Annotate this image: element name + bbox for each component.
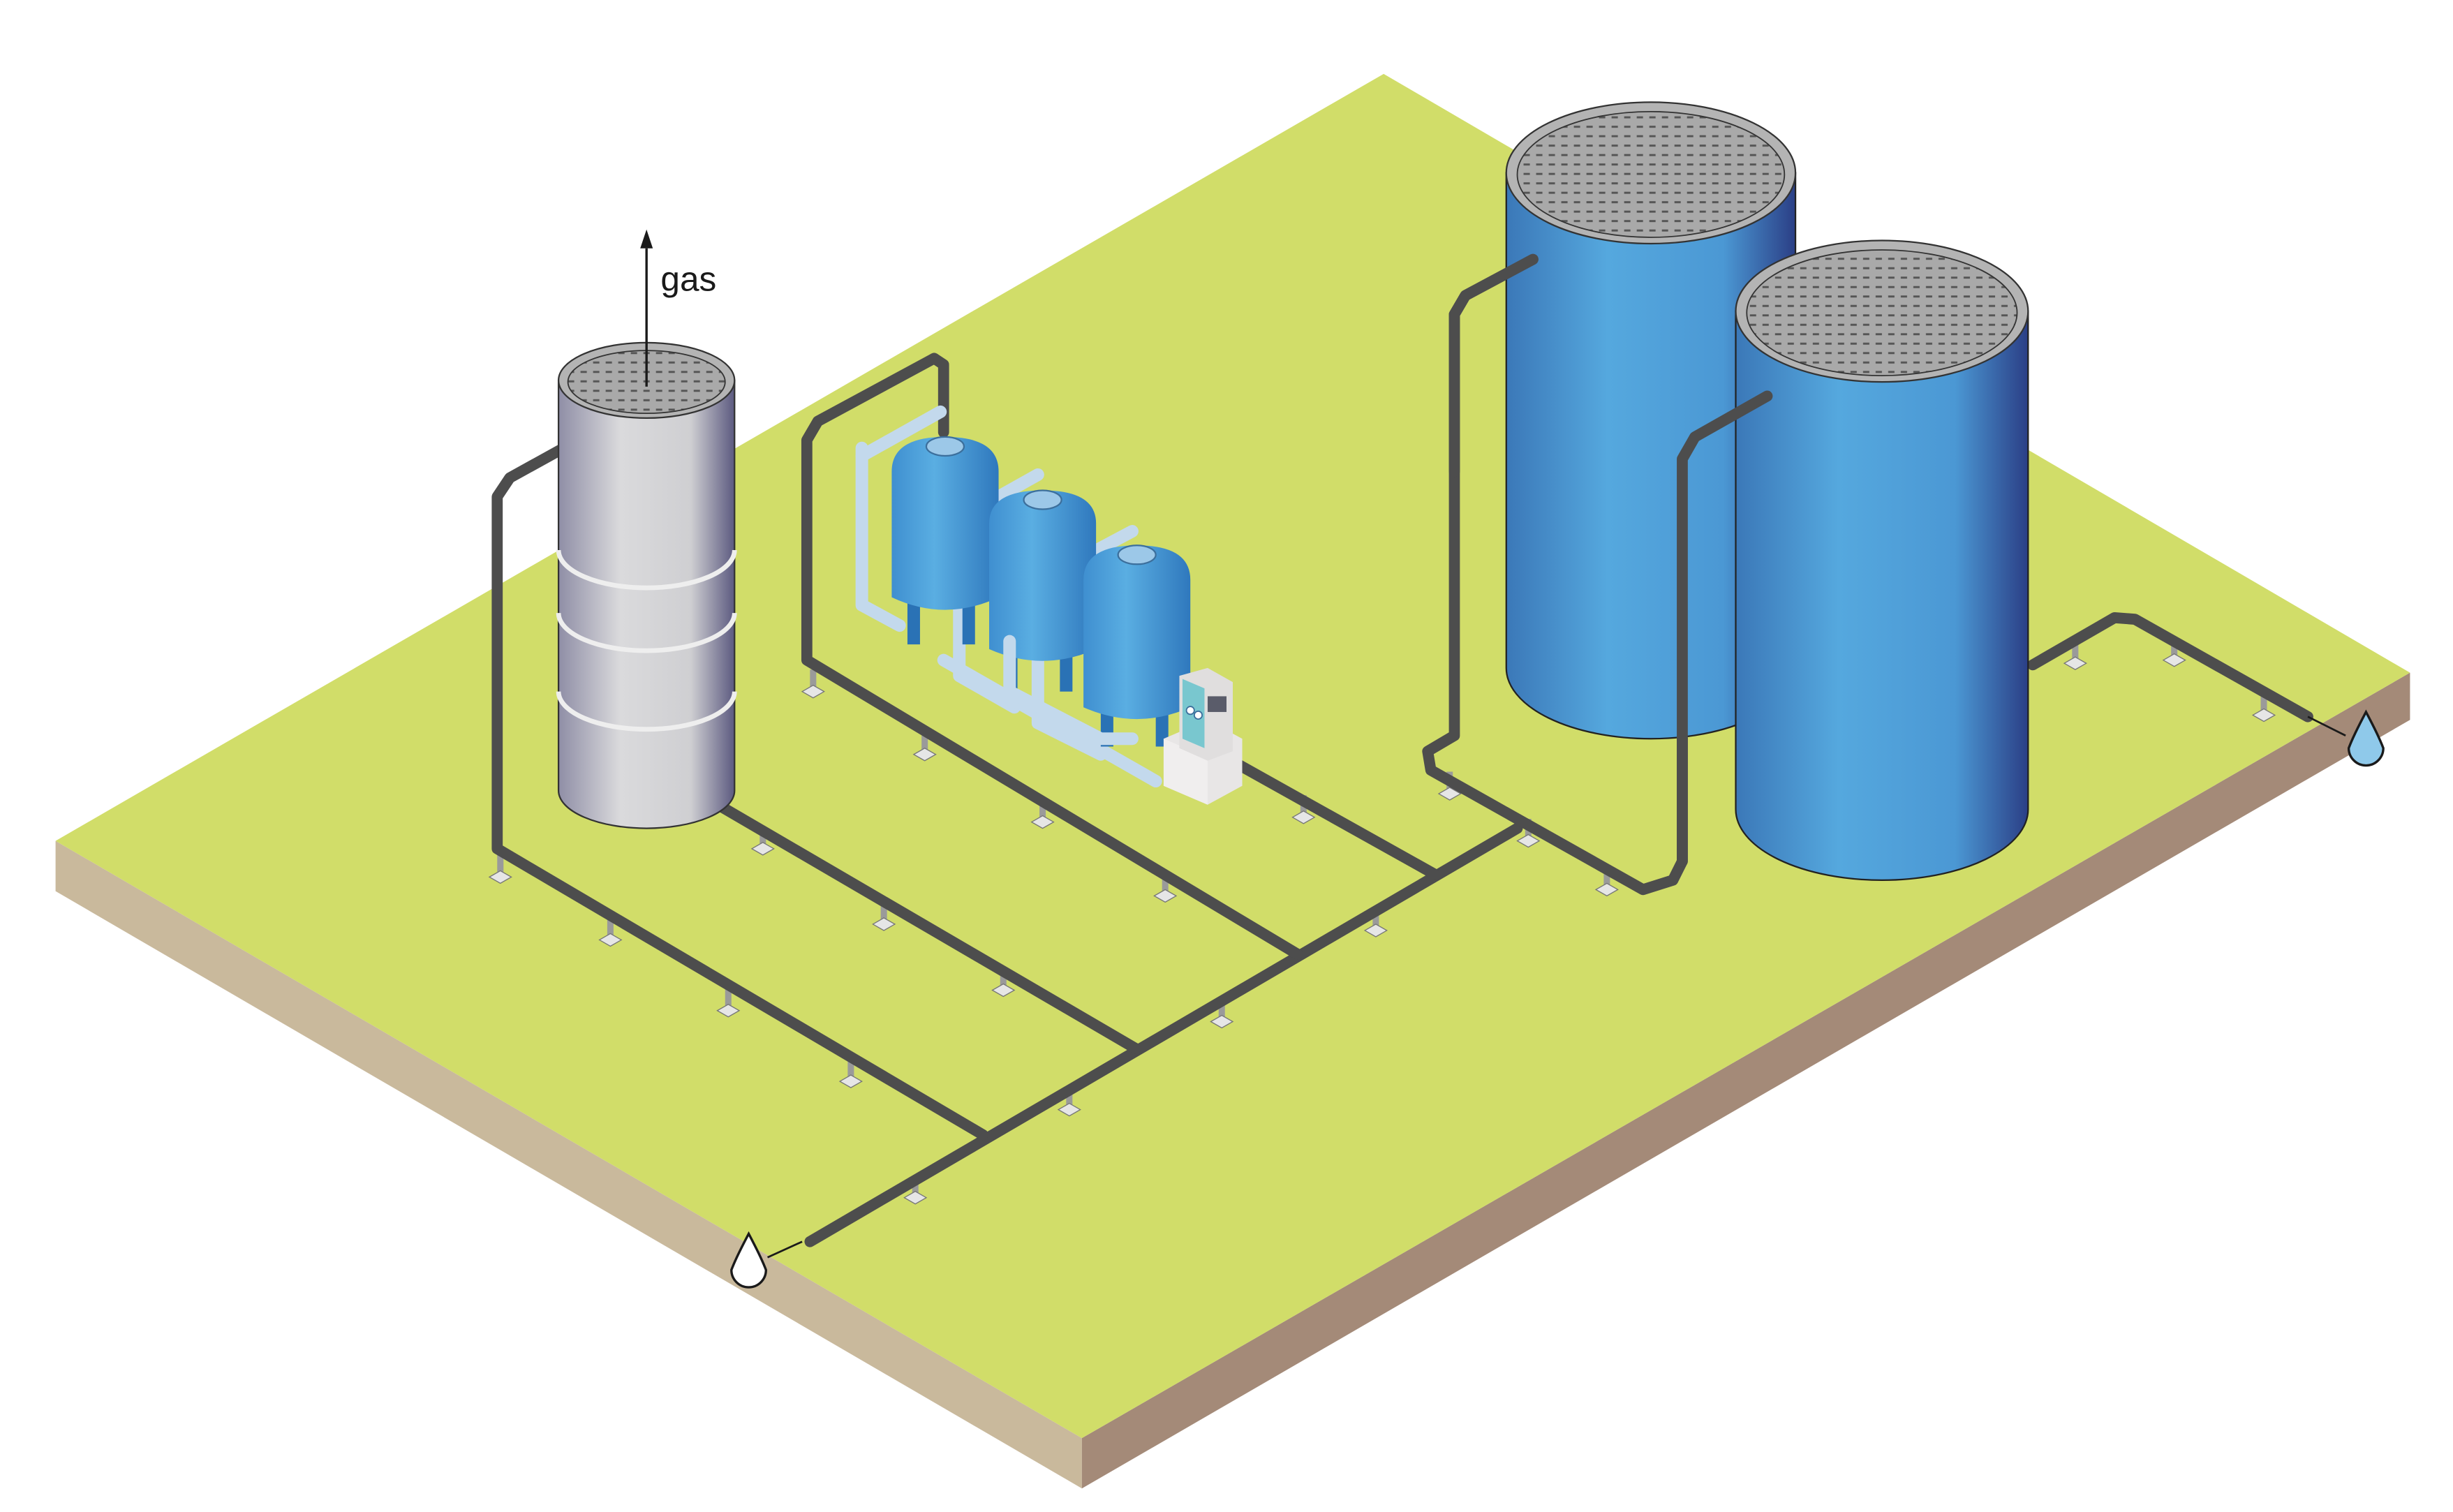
pipe-support — [598, 917, 623, 947]
pipe-support — [488, 854, 512, 884]
inlet-header-pipe — [804, 822, 1523, 1247]
ground-right-side — [1081, 672, 2410, 1489]
grey-gas-tank — [556, 341, 737, 829]
filter-feed-pipe — [801, 353, 1303, 960]
control-panel — [1163, 667, 1243, 805]
pipe-support — [1057, 1088, 1081, 1117]
water-outlet — [2307, 709, 2385, 767]
filter-unit — [855, 405, 1191, 788]
pipe-supports — [488, 638, 2276, 1205]
filter-vessel — [1083, 544, 1191, 747]
grey-tank-outlet-pipe — [706, 796, 1141, 1054]
pipe-support — [1594, 867, 1619, 897]
tank-b-inlet-pipe — [1677, 390, 1773, 867]
water-inlet — [730, 1231, 803, 1289]
gas-outlet-arrow: gas — [640, 229, 716, 387]
gauge-icon — [1185, 706, 1195, 716]
pipe-support — [872, 902, 896, 931]
ground-left-side — [55, 840, 1082, 1489]
pipe-support — [2162, 638, 2186, 667]
storage-tank-a — [1505, 101, 1797, 740]
pipe-support — [2251, 692, 2276, 722]
pipe-support — [903, 1176, 928, 1205]
grey-tank-feed-pipe — [491, 439, 988, 1141]
pipe-support — [838, 1059, 863, 1088]
filter-vessel — [891, 436, 999, 645]
water-drop-icon — [730, 1231, 767, 1289]
pipe-support — [912, 732, 937, 762]
pipe-support — [750, 827, 775, 856]
pipe-support — [716, 988, 741, 1018]
arrow-up-icon — [640, 229, 653, 249]
pipe-network — [491, 253, 2313, 1247]
pipe-support — [2063, 641, 2087, 670]
water-drop-icon — [2347, 709, 2385, 767]
pipe-support — [991, 968, 1016, 998]
pipe-support — [801, 669, 825, 699]
control-unit-pipe — [1229, 757, 1440, 880]
gas-label: gas — [660, 260, 716, 299]
pipe-support — [1210, 999, 1234, 1029]
tank-a-inlet-pipe — [1448, 253, 1539, 477]
storage-tank-b — [1735, 239, 2029, 881]
pipe-support — [1363, 908, 1388, 937]
pipe-support — [1153, 873, 1178, 903]
panel-screen — [1207, 696, 1226, 712]
pipe-support — [1030, 800, 1055, 829]
gauge-icon — [1193, 710, 1203, 720]
outlet-pipe — [2027, 612, 2313, 722]
